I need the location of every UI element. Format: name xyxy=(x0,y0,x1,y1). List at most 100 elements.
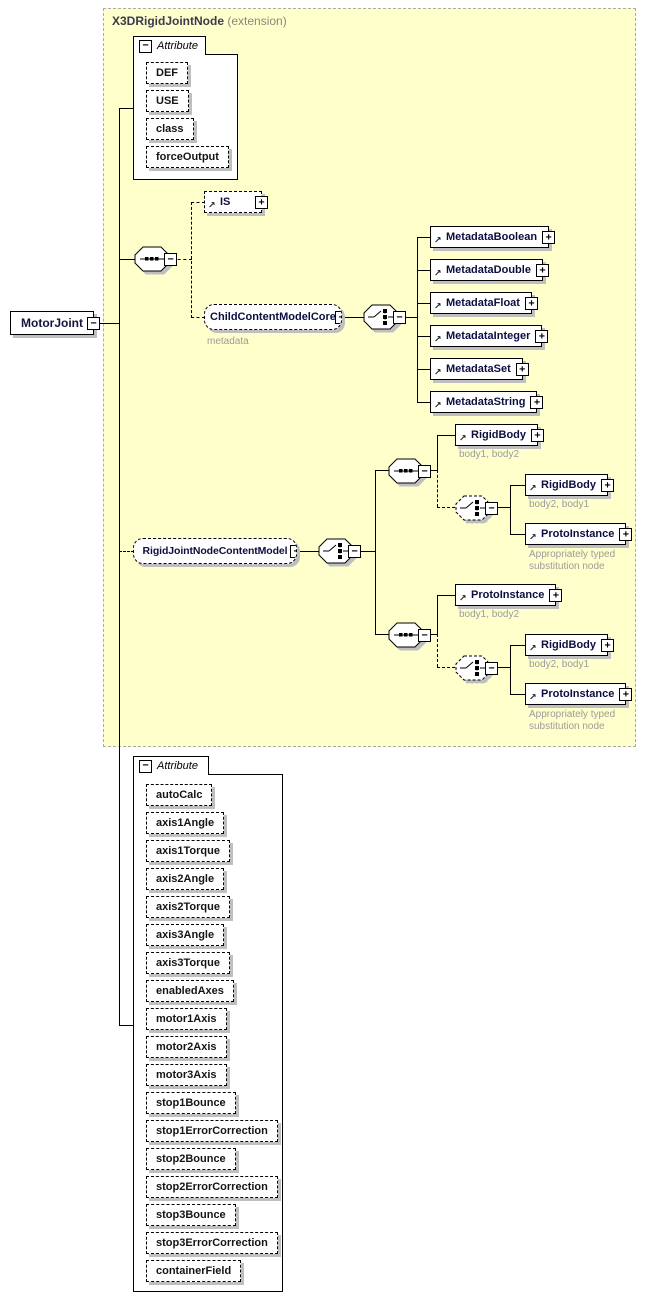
attribute-axis3angle[interactable]: axis3Angle xyxy=(146,924,225,946)
attribute-stop1errorcorrection[interactable]: stop1ErrorCorrection xyxy=(146,1120,278,1142)
attribute-stop2errorcorrection[interactable]: stop2ErrorCorrection xyxy=(146,1176,278,1198)
collapse-icon[interactable]: − xyxy=(418,629,431,642)
choice-compositor[interactable]: − xyxy=(318,538,361,564)
element-protoinstance[interactable]: ↗ ProtoInstance + xyxy=(525,683,633,705)
attribute-axis3torque[interactable]: axis3Torque xyxy=(146,952,230,974)
connector-line xyxy=(375,470,389,471)
element-metadataboolean[interactable]: ↗ MetadataBoolean + xyxy=(430,226,556,248)
expand-icon[interactable]: + xyxy=(515,363,529,376)
expand-icon[interactable]: + xyxy=(524,297,538,310)
expand-icon[interactable]: + xyxy=(601,479,614,492)
attribute-stop1bounce[interactable]: stop1Bounce xyxy=(146,1092,236,1114)
attribute-motor1axis[interactable]: motor1Axis xyxy=(146,1008,227,1030)
connector-line xyxy=(510,485,511,534)
reference-icon: ↗ xyxy=(434,302,442,312)
element-label: RigidBody xyxy=(541,479,596,491)
expand-icon[interactable]: + xyxy=(530,396,544,409)
connector-line xyxy=(437,507,455,508)
collapse-icon[interactable]: − xyxy=(164,253,177,266)
sequence-icon xyxy=(388,622,424,648)
element-label: RigidBody xyxy=(541,639,596,651)
element-protoinstance[interactable]: ↗ ProtoInstance + xyxy=(455,584,563,606)
attribute-label: class xyxy=(156,123,184,135)
connector-line xyxy=(437,435,455,436)
connector-line xyxy=(297,551,320,552)
attribute-class[interactable]: class xyxy=(146,118,194,140)
attribute-stop3errorcorrection[interactable]: stop3ErrorCorrection xyxy=(146,1232,278,1254)
sequence-compositor[interactable]: − xyxy=(134,246,177,272)
attribute-axis1torque[interactable]: axis1Torque xyxy=(146,840,230,862)
element-annotation: body2, body1 xyxy=(529,499,590,510)
element-metadatastring[interactable]: ↗ MetadataString + xyxy=(430,391,544,413)
element-metadataset[interactable]: ↗ MetadataSet + xyxy=(430,358,529,380)
collapse-icon[interactable]: − xyxy=(87,317,100,330)
attribute-label: motor2Axis xyxy=(156,1041,217,1053)
expand-icon[interactable]: + xyxy=(542,231,556,244)
expand-icon[interactable]: + xyxy=(601,639,614,652)
collapse-icon[interactable]: − xyxy=(485,662,498,675)
attribute-label: autoCalc xyxy=(156,789,203,801)
expand-icon[interactable]: + xyxy=(535,330,549,343)
connector-line xyxy=(417,303,431,304)
element-motorjoint[interactable]: MotorJoint − xyxy=(10,311,100,335)
connector-line xyxy=(510,534,525,535)
element-label: IS xyxy=(220,196,231,208)
optional-choice-compositor[interactable]: − xyxy=(455,495,498,521)
attribute-axis2torque[interactable]: axis2Torque xyxy=(146,896,230,918)
collapse-icon[interactable]: − xyxy=(335,311,341,324)
choice-icon xyxy=(455,495,491,521)
element-metadatafloat[interactable]: ↗ MetadataFloat + xyxy=(430,292,538,314)
element-rigidbody[interactable]: ↗ RigidBody + xyxy=(525,634,614,656)
attribute-label: stop1ErrorCorrection xyxy=(156,1125,268,1137)
expand-icon[interactable]: + xyxy=(619,528,633,541)
attribute-group-tab[interactable]: − Attribute xyxy=(133,36,206,55)
attribute-stop2bounce[interactable]: stop2Bounce xyxy=(146,1148,236,1170)
attribute-def[interactable]: DEF xyxy=(146,62,188,84)
attribute-axis1angle[interactable]: axis1Angle xyxy=(146,812,225,834)
collapse-icon[interactable]: − xyxy=(348,545,361,558)
attribute-group-label: Attribute xyxy=(157,760,198,772)
attribute-autocalc[interactable]: autoCalc xyxy=(146,784,213,806)
collapse-icon[interactable]: − xyxy=(485,502,498,515)
expand-icon[interactable]: + xyxy=(619,688,633,701)
element-rigidbody[interactable]: ↗ RigidBody + xyxy=(525,474,614,496)
sequence-compositor[interactable]: − xyxy=(388,458,431,484)
connector-line xyxy=(191,317,205,318)
attribute-motor2axis[interactable]: motor2Axis xyxy=(146,1036,227,1058)
collapse-icon[interactable]: − xyxy=(290,545,296,558)
element-metadatadouble[interactable]: ↗ MetadataDouble + xyxy=(430,259,549,281)
attribute-motor3axis[interactable]: motor3Axis xyxy=(146,1064,227,1086)
collapse-icon[interactable]: − xyxy=(393,311,406,324)
attribute-label: axis1Angle xyxy=(156,817,215,829)
reference-icon: ↗ xyxy=(459,434,467,444)
sequence-compositor[interactable]: − xyxy=(388,622,431,648)
collapse-icon[interactable]: − xyxy=(139,39,152,53)
attribute-use[interactable]: USE xyxy=(146,90,189,112)
group-childcontentmodelcore[interactable]: ChildContentModelCore − xyxy=(204,304,342,330)
attribute-group-tab[interactable]: − Attribute xyxy=(133,756,209,775)
expand-icon[interactable]: + xyxy=(549,589,563,602)
element-metadatainteger[interactable]: ↗ MetadataInteger + xyxy=(430,325,549,347)
choice-icon xyxy=(363,304,399,330)
attribute-containerfield[interactable]: containerField xyxy=(146,1260,242,1282)
attribute-enabledaxes[interactable]: enabledAxes xyxy=(146,980,234,1002)
connector-line xyxy=(437,595,438,634)
attribute-stop3bounce[interactable]: stop3Bounce xyxy=(146,1204,236,1226)
expand-icon[interactable]: + xyxy=(255,196,268,209)
collapse-icon[interactable]: − xyxy=(139,759,152,773)
choice-compositor[interactable]: − xyxy=(363,304,406,330)
expand-icon[interactable]: + xyxy=(531,429,544,442)
attribute-forceoutput[interactable]: forceOutput xyxy=(146,146,229,168)
attribute-axis2angle[interactable]: axis2Angle xyxy=(146,868,225,890)
element-is[interactable]: ↗ IS + xyxy=(204,191,268,213)
optional-choice-compositor[interactable]: − xyxy=(455,655,498,681)
expand-icon[interactable]: + xyxy=(535,264,549,277)
group-rigidjointnodecontentmodel[interactable]: RigidJointNodeContentModel − xyxy=(133,538,297,564)
connector-line xyxy=(437,435,438,470)
connector-line xyxy=(437,470,438,507)
element-rigidbody[interactable]: ↗ RigidBody + xyxy=(455,424,544,446)
element-protoinstance[interactable]: ↗ ProtoInstance + xyxy=(525,523,633,545)
group-label: RigidJointNodeContentModel xyxy=(142,545,288,557)
collapse-icon[interactable]: − xyxy=(418,465,431,478)
